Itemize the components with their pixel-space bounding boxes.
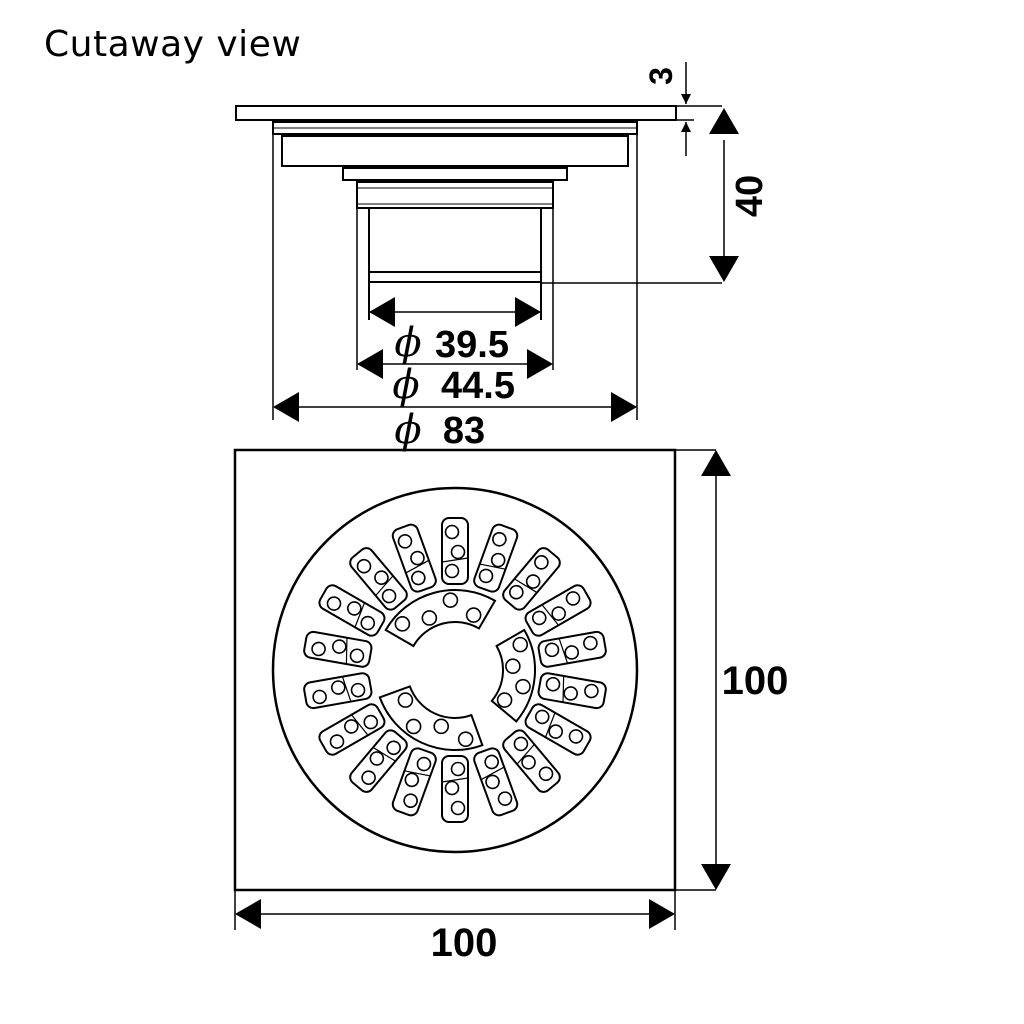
- grate-inner-ring: [378, 589, 536, 751]
- grate-slot: [502, 729, 561, 793]
- dimension-grate-height: 100: [701, 450, 788, 890]
- dim-label-44-5: 44.5: [441, 365, 515, 407]
- grate-slot: [303, 672, 373, 710]
- dimension-inner-diameter: ϕ 39.5: [369, 297, 541, 366]
- grate-slot: [391, 747, 437, 817]
- trap-upper-body: [281, 135, 629, 167]
- collar: [356, 181, 554, 209]
- pipe-bottom-band: [368, 271, 542, 283]
- dim-label-83: 83: [443, 410, 485, 452]
- dim-label-39-5: 39.5: [435, 324, 509, 366]
- grate-slot: [524, 584, 592, 637]
- diameter-symbol: ϕ: [392, 362, 419, 408]
- grate-slot: [441, 517, 469, 585]
- grate-circle: [271, 486, 639, 854]
- dim-label-40: 40: [729, 175, 771, 217]
- diameter-symbol: ϕ: [394, 407, 421, 453]
- grate-slot: [502, 547, 561, 611]
- dim-label-3: 3: [643, 67, 679, 85]
- dimension-outer-diameter: ϕ 44.5: [357, 349, 553, 408]
- dimension-grate-width: 100: [235, 899, 675, 965]
- diagram-title: Cutaway view: [44, 24, 302, 65]
- dimension-flange-thickness: 3: [643, 62, 691, 156]
- dimension-flange-diameter: ϕ 83: [273, 392, 637, 453]
- grate-slot: [318, 584, 386, 637]
- grate-slot: [349, 729, 408, 793]
- grate-slot: [473, 747, 519, 817]
- grate-inner-segment: [378, 685, 484, 751]
- grate-slot: [473, 523, 519, 593]
- grate-slot: [537, 630, 607, 668]
- cutaway-view: [235, 105, 722, 420]
- grate-slot: [524, 703, 592, 756]
- grate-top-view: [233, 448, 716, 930]
- grate-slot: [391, 523, 437, 593]
- grate-slot: [303, 630, 373, 668]
- grate-slot: [318, 703, 386, 756]
- grate-inner-segment: [490, 628, 536, 723]
- grate-slot: [349, 547, 408, 611]
- grate-inner-segment: [384, 589, 497, 648]
- cover-plate: [235, 105, 677, 121]
- dim-label-100-vertical: 100: [722, 659, 789, 703]
- step-ring: [342, 167, 568, 181]
- grate-slot: [441, 755, 469, 823]
- grate-slots: [303, 517, 607, 823]
- dimension-body-height: 40: [709, 108, 771, 282]
- diameter-symbol: ϕ: [394, 320, 421, 366]
- grate-slot: [537, 672, 607, 710]
- grate-square: [233, 448, 677, 892]
- dim-label-100-horizontal: 100: [431, 921, 498, 965]
